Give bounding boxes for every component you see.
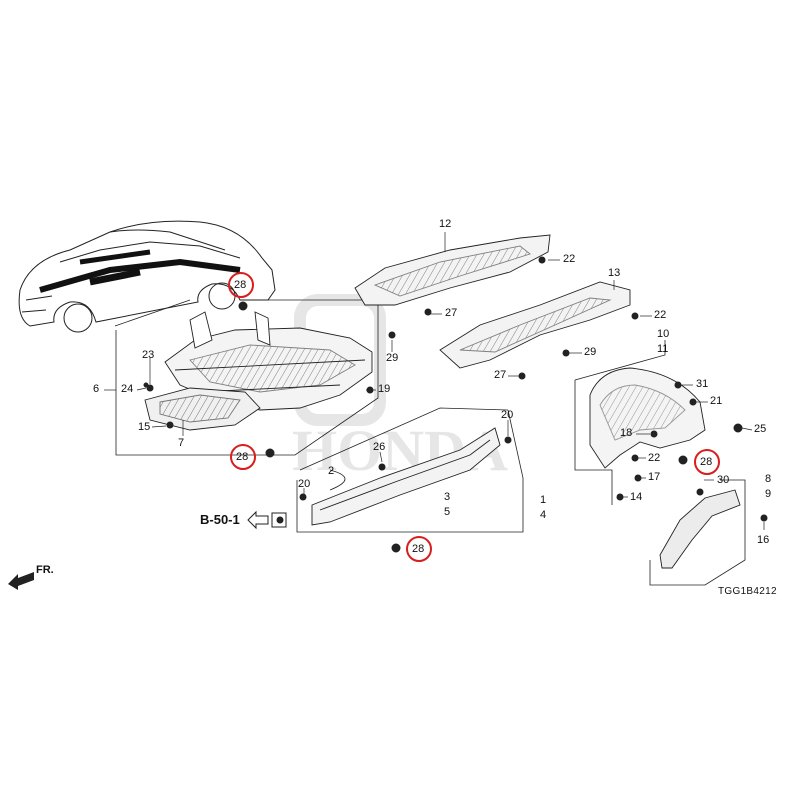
callout-1: 1 (540, 494, 547, 506)
callout-14: 14 (630, 491, 643, 503)
part-rear-inner-fender (589, 367, 706, 469)
callout-4: 4 (540, 509, 547, 521)
callout-2: 2 (328, 465, 335, 477)
callout-3: 3 (444, 491, 451, 503)
front-arrow-icon (8, 572, 34, 590)
callout-22-b: 22 (654, 309, 667, 321)
part-code: TGG1B4212 (718, 586, 777, 597)
callout-27-b: 27 (494, 369, 507, 381)
callout-28-highlight-3: 28 (412, 543, 425, 555)
part-under-cover-13 (439, 281, 631, 369)
callout-22-c: 22 (648, 452, 661, 464)
reference-arrow (247, 510, 287, 530)
highlight-circles (228, 272, 720, 562)
callout-30: 30 (717, 474, 730, 486)
fasteners (143, 256, 768, 553)
callout-15: 15 (138, 421, 151, 433)
callout-6: 6 (93, 383, 100, 395)
callout-7: 7 (178, 437, 185, 449)
callout-19: 19 (378, 383, 391, 395)
callout-18: 18 (620, 427, 633, 439)
reference-label: B-50-1 (200, 512, 240, 527)
callout-5: 5 (444, 506, 451, 518)
front-label: FR. (36, 564, 54, 576)
callout-29-b: 29 (584, 346, 597, 358)
part-fender-garnish (659, 489, 741, 569)
callout-28-highlight-1: 28 (234, 279, 247, 291)
part-small-under-cover (144, 387, 261, 431)
callout-24: 24 (121, 383, 134, 395)
leader-lines (104, 232, 765, 530)
callout-8: 8 (765, 473, 772, 485)
callout-29-a: 29 (386, 352, 399, 364)
callout-25: 25 (754, 423, 767, 435)
part-under-cover-12 (354, 234, 551, 306)
callout-27-a: 27 (445, 307, 458, 319)
callout-17: 17 (648, 471, 661, 483)
part-side-sill-garnish (311, 427, 501, 526)
callout-16: 16 (757, 534, 770, 546)
callout-31: 31 (696, 378, 709, 390)
callout-21: 21 (710, 395, 723, 407)
callout-23: 23 (142, 349, 155, 361)
callout-9: 9 (765, 488, 772, 500)
callout-28-highlight-4: 28 (700, 456, 713, 468)
callout-22-a: 22 (563, 253, 576, 265)
callout-12: 12 (439, 218, 452, 230)
callout-11: 11 (657, 343, 669, 355)
callout-26: 26 (373, 441, 386, 453)
car-thumbnail (18, 220, 276, 333)
callout-13: 13 (608, 267, 621, 279)
callout-28-highlight-2: 28 (236, 451, 249, 463)
callout-10: 10 (657, 328, 670, 340)
callout-20-a: 20 (298, 478, 311, 490)
callout-20-b: 20 (501, 409, 514, 421)
